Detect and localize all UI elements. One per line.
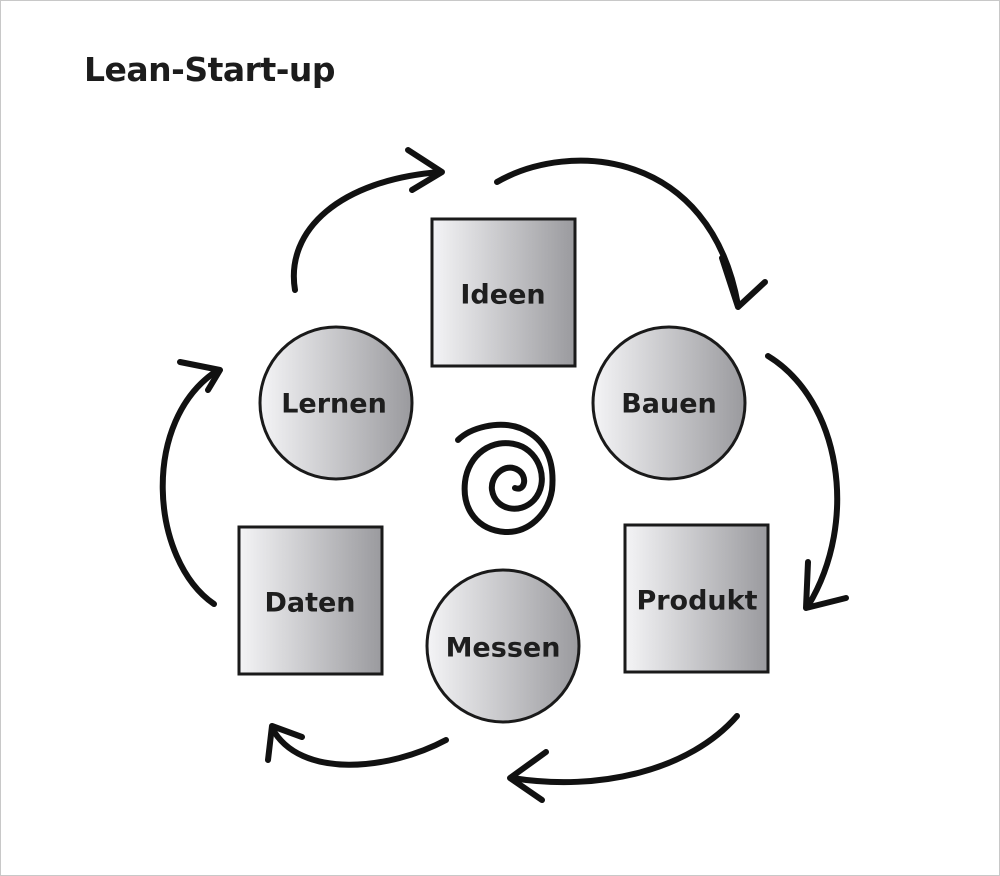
arrow-lernen-to-ideen [290,147,445,293]
arrow-messen-to-daten [265,723,449,768]
diagram-title: Lean-Start-up [84,50,336,89]
node-produkt: Produkt [623,523,770,674]
node-daten-label: Daten [264,588,355,619]
node-messen-label: Messen [446,633,561,664]
node-ideen-label: Ideen [460,280,545,311]
arrow-produkt-to-messen [507,713,740,803]
node-ideen: Ideen [430,217,577,368]
arrow-daten-to-lernen [159,359,223,607]
arrow-bauen-to-produkt [765,353,849,611]
node-lernen: Lernen [258,325,414,481]
node-daten: Daten [237,525,384,676]
arrow-ideen-to-bauen [494,157,768,310]
node-messen: Messen [425,568,581,724]
node-lernen-label: Lernen [281,389,387,420]
node-produkt-label: Produkt [636,586,757,617]
node-bauen: Bauen [591,325,747,481]
node-bauen-label: Bauen [621,389,717,420]
spiral-icon [455,421,556,536]
